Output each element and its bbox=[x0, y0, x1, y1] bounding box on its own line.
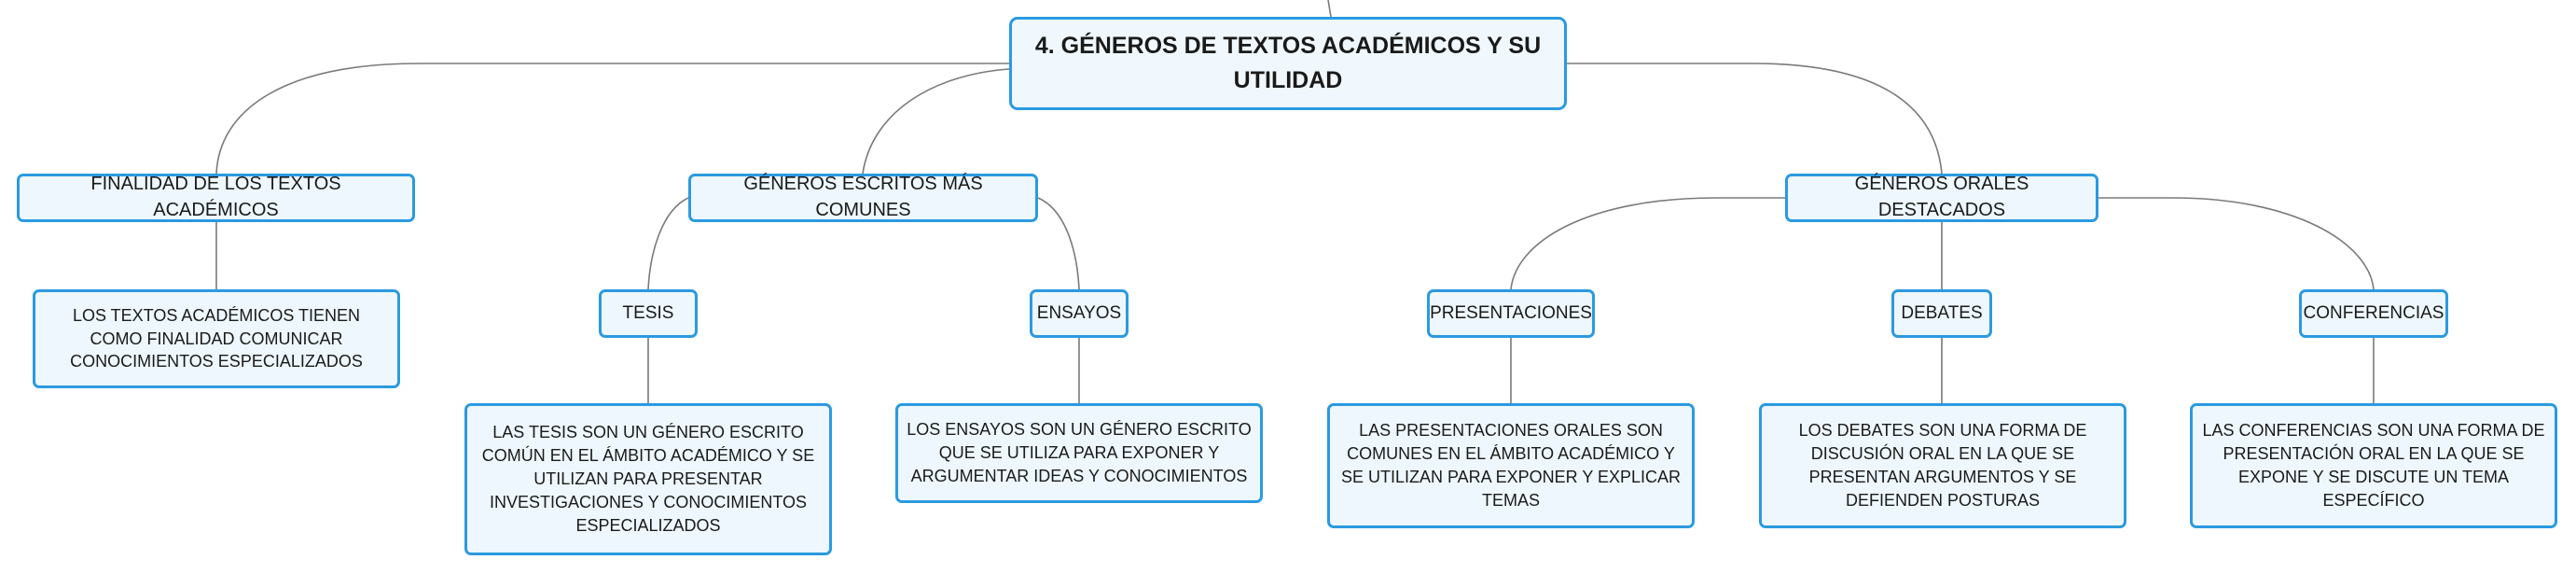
detail-tesis[interactable]: LAS TESIS SON UN GÉNERO ESCRITO COMÚN EN… bbox=[464, 403, 832, 555]
detail-presentaciones-text: LAS PRESENTACIONES ORALES SON COMUNES EN… bbox=[1340, 421, 1682, 510]
connector-root-finalidad bbox=[215, 63, 1009, 175]
connector-escritos-tesis bbox=[647, 197, 689, 290]
detail-ensayos[interactable]: LOS ENSAYOS SON UN GÉNERO ESCRITO QUE SE… bbox=[895, 403, 1263, 503]
topic-finalidad[interactable]: FINALIDAD DE LOS TEXTOS ACADÉMICOS bbox=[17, 174, 415, 222]
subtopic-presentaciones-label: PRESENTACIONES bbox=[1430, 302, 1592, 323]
subtopic-conferencias-label: CONFERENCIAS bbox=[2303, 302, 2444, 323]
connector-root-orales bbox=[1567, 63, 1943, 175]
root-topic[interactable]: 4. GÉNEROS DE TEXTOS ACADÉMICOS Y SU UTI… bbox=[1009, 17, 1567, 110]
connector-orales-conferencias bbox=[2098, 197, 2375, 290]
subtopic-tesis-label: TESIS bbox=[622, 302, 674, 323]
detail-presentaciones[interactable]: LAS PRESENTACIONES ORALES SON COMUNES EN… bbox=[1327, 403, 1695, 528]
root-topic-label: 4. GÉNEROS DE TEXTOS ACADÉMICOS Y SU UTI… bbox=[1034, 32, 1542, 94]
subtopic-debates[interactable]: DEBATES bbox=[1891, 289, 1992, 338]
detail-conferencias[interactable]: LAS CONFERENCIAS SON UNA FORMA DE PRESEN… bbox=[2190, 403, 2557, 528]
topic-finalidad-label: FINALIDAD DE LOS TEXTOS ACADÉMICOS bbox=[90, 174, 341, 220]
connector-root-parent bbox=[1327, 0, 1332, 18]
subtopic-tesis[interactable]: TESIS bbox=[599, 289, 698, 338]
detail-conferencias-text: LAS CONFERENCIAS SON UNA FORMA DE PRESEN… bbox=[2202, 421, 2545, 510]
subtopic-conferencias[interactable]: CONFERENCIAS bbox=[2299, 289, 2448, 338]
topic-generos-orales-label: GÉNEROS ORALES DESTACADOS bbox=[1854, 174, 2029, 220]
subtopic-ensayos[interactable]: ENSAYOS bbox=[1030, 289, 1129, 338]
connector-escritos-ensayos bbox=[1037, 197, 1080, 290]
connector-orales-presentaciones bbox=[1510, 197, 1785, 290]
topic-generos-orales[interactable]: GÉNEROS ORALES DESTACADOS bbox=[1785, 174, 2098, 222]
topic-generos-escritos-label: GÉNEROS ESCRITOS MÁS COMUNES bbox=[743, 174, 983, 220]
detail-debates[interactable]: LOS DEBATES SON UNA FORMA DE DISCUSIÓN O… bbox=[1759, 403, 2126, 528]
subtopic-debates-label: DEBATES bbox=[1901, 302, 1983, 323]
subtopic-ensayos-label: ENSAYOS bbox=[1036, 302, 1122, 323]
detail-finalidad-text: LOS TEXTOS ACADÉMICOS TIENEN COMO FINALI… bbox=[70, 305, 363, 371]
connector-root-escritos bbox=[862, 68, 1010, 175]
detail-finalidad[interactable]: LOS TEXTOS ACADÉMICOS TIENEN COMO FINALI… bbox=[33, 289, 400, 388]
subtopic-presentaciones[interactable]: PRESENTACIONES bbox=[1427, 289, 1595, 338]
detail-debates-text: LOS DEBATES SON UNA FORMA DE DISCUSIÓN O… bbox=[1798, 421, 2087, 510]
detail-ensayos-text: LOS ENSAYOS SON UN GÉNERO ESCRITO QUE SE… bbox=[907, 420, 1252, 485]
topic-generos-escritos[interactable]: GÉNEROS ESCRITOS MÁS COMUNES bbox=[688, 174, 1038, 222]
detail-tesis-text: LAS TESIS SON UN GÉNERO ESCRITO COMÚN EN… bbox=[481, 423, 815, 535]
